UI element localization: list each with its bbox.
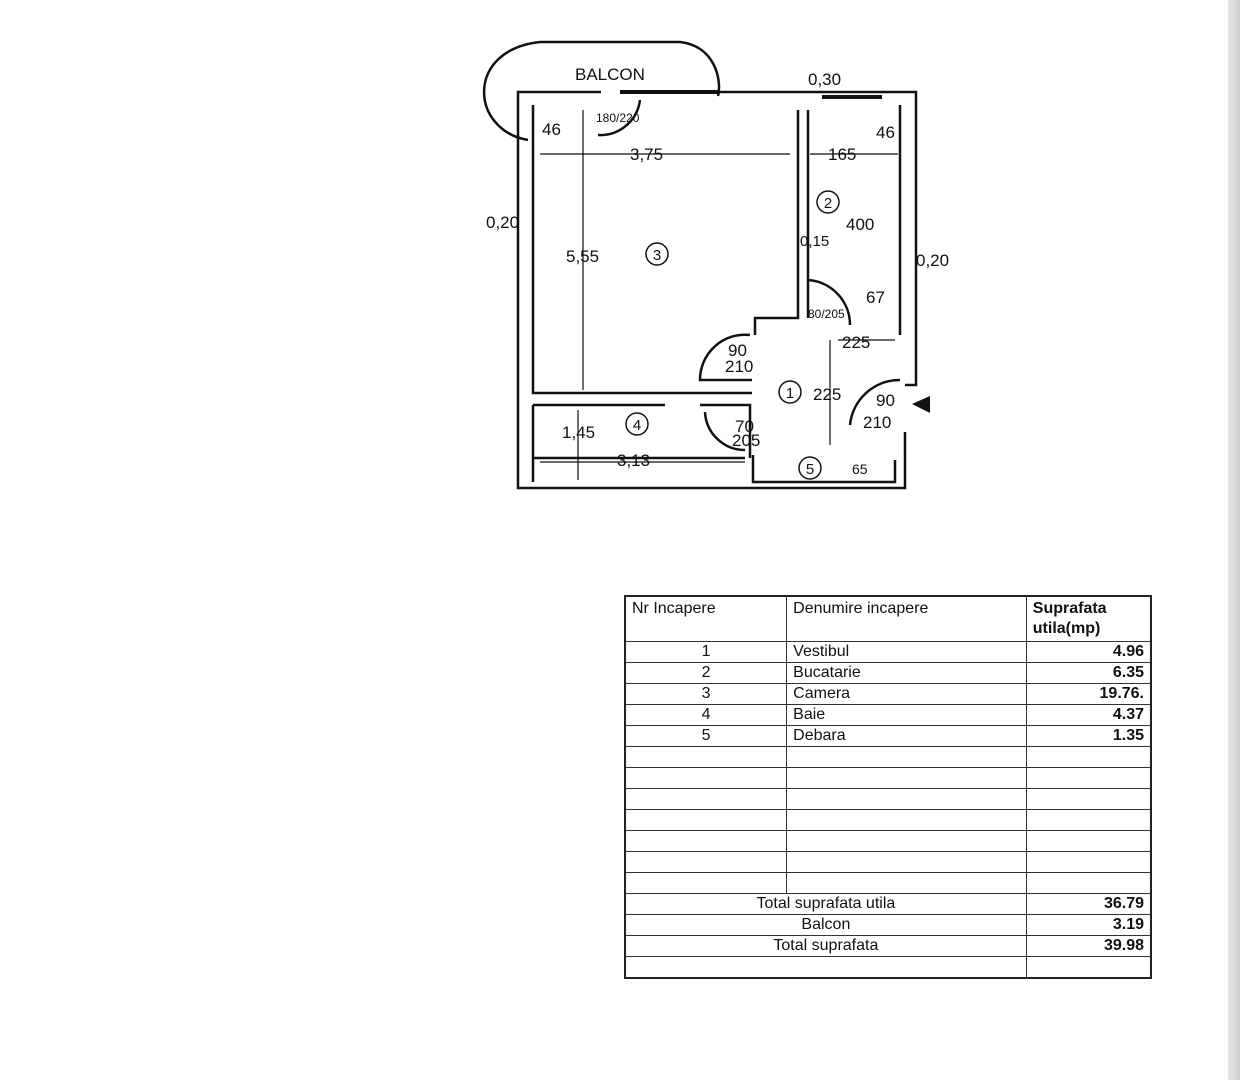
total-value: 36.79 — [1025, 893, 1152, 915]
row-area: 19.76. — [1025, 683, 1152, 705]
dim-room3-length: 5,55 — [566, 247, 599, 266]
page-edge — [1228, 0, 1240, 1080]
dim-entry-door-w: 90 — [876, 391, 895, 410]
row-nr: 4 — [624, 704, 788, 726]
total-label: Balcon — [625, 914, 1027, 936]
dim-bath-door-h: 205 — [732, 431, 760, 450]
table-header: Nr Incapere Denumire incapere Suprafata … — [624, 595, 1152, 642]
dim-window-left: 46 — [542, 120, 561, 139]
dim-top-wall: 0,30 — [808, 70, 841, 89]
total-label: Total suprafata utila — [625, 893, 1027, 915]
balcony-door-arc — [597, 99, 642, 137]
inner-walls — [531, 105, 902, 395]
windows — [620, 90, 882, 99]
dim-partition: 0,15 — [800, 233, 829, 250]
dim-room3-width: 3,75 — [630, 145, 663, 164]
empty-row — [624, 956, 1152, 979]
outer-wall — [516, 90, 918, 490]
row-nr: 2 — [624, 662, 788, 684]
empty-row — [624, 809, 1152, 831]
dim-window-right: 46 — [876, 123, 895, 142]
room-number-2: 2 — [824, 195, 832, 212]
header-nr: Nr Incapere — [624, 595, 788, 642]
empty-row — [624, 872, 1152, 894]
row-name: Bucatarie — [786, 662, 1027, 684]
row-area: 6.35 — [1025, 662, 1152, 684]
dim-right-wall: 0,20 — [916, 251, 949, 270]
row-area: 1.35 — [1025, 725, 1152, 747]
dim-left-wall: 0,20 — [486, 213, 519, 232]
dim-room-door-w: 90 — [728, 341, 747, 360]
balcony-outline — [482, 40, 721, 142]
dim-room-door-h: 210 — [725, 357, 753, 376]
total-value: 39.98 — [1025, 935, 1152, 957]
row-name: Camera — [786, 683, 1027, 705]
area-table: Nr Incapere Denumire incapere Suprafata … — [624, 595, 1152, 979]
row-name: Debara — [786, 725, 1027, 747]
room-door-arc — [698, 333, 752, 382]
entry-door-arc — [848, 378, 901, 426]
empty-row — [624, 746, 1152, 768]
empty-row — [624, 767, 1152, 789]
dim-hall-width: 225 — [842, 333, 870, 352]
dim-bath-length: 3,13 — [617, 451, 650, 470]
row-name: Baie — [786, 704, 1027, 726]
balcony-label: BALCON — [575, 65, 645, 84]
room-number-4: 4 — [633, 417, 641, 434]
row-nr: 1 — [624, 641, 788, 663]
empty-row — [624, 830, 1152, 852]
dim-balcony-door: 180/220 — [596, 111, 640, 125]
room-number-5: 5 — [806, 461, 814, 478]
dim-niche: 67 — [866, 288, 885, 307]
room-number-1: 1 — [786, 385, 794, 402]
empty-row — [624, 788, 1152, 810]
header-name: Denumire incapere — [786, 595, 1027, 642]
dim-kitchen-door: 80/205 — [808, 307, 845, 321]
dim-storage: 65 — [852, 461, 868, 477]
dim-room2-length: 400 — [846, 215, 874, 234]
bath-door-arc — [703, 411, 746, 452]
row-name: Vestibul — [786, 641, 1027, 663]
row-nr: 5 — [624, 725, 788, 747]
dim-hall-length: 225 — [813, 385, 841, 404]
dim-room2-width: 165 — [828, 145, 856, 164]
row-area: 4.96 — [1025, 641, 1152, 663]
header-area: Suprafata utila(mp) — [1025, 595, 1152, 642]
row-nr: 3 — [624, 683, 788, 705]
dim-entry-door-h: 210 — [863, 413, 891, 432]
bath-walls — [531, 403, 897, 484]
total-value: 3.19 — [1025, 914, 1152, 936]
row-area: 4.37 — [1025, 704, 1152, 726]
dim-bath-width: 1,45 — [562, 423, 595, 442]
kitchen-door-arc — [807, 278, 852, 326]
total-label: Total suprafata — [625, 935, 1027, 957]
empty-row — [624, 851, 1152, 873]
entrance-arrow-icon — [912, 396, 930, 413]
dim-bath-door-w: 70 — [735, 417, 754, 436]
room-number-3: 3 — [653, 247, 661, 264]
